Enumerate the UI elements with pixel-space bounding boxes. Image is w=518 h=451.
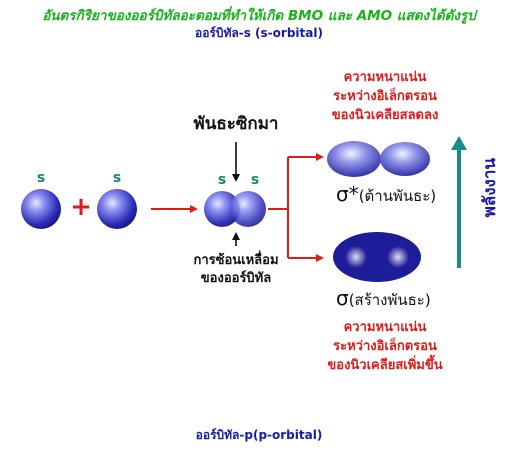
s-orbital-right (97, 189, 137, 229)
antibonding-note-line-2: ระหว่างอิเล็กตรอน (333, 89, 437, 104)
s-label-2: s (112, 170, 122, 186)
antibonding-symbol: σ* (336, 182, 359, 206)
antibonding-note: ความหนาแน่น ระหว่างอิเล็กตรอน ของนิวเคลี… (300, 68, 470, 125)
footer-caption: ออร์บิทัล-p(p-orbital) (195, 428, 323, 442)
antibonding-label: σ*(ต้านพันธะ) (336, 182, 436, 208)
s-label-3: s (217, 172, 227, 188)
overlap-orbital-right (230, 191, 266, 227)
bonding-note-line-3: ของนิวเคลียสเพิ่มขึ้น (327, 358, 443, 373)
bonding-orbital (333, 232, 421, 282)
energy-axis-label: พลังงาน (480, 158, 500, 218)
overlap-caption-line-1: การซ้อนเหลื่อม (193, 253, 279, 268)
bonding-symbol: σ (336, 286, 349, 310)
s-orbital-left (21, 189, 61, 229)
bonding-density-left (345, 246, 367, 268)
s-label-4: s (250, 172, 260, 188)
bonding-name: (สร้างพันธะ) (348, 291, 431, 309)
antibonding-note-line-1: ความหนาแน่น (343, 70, 427, 85)
bonding-density-right (387, 246, 409, 268)
bonding-note-line-1: ความหนาแน่น (343, 320, 427, 335)
bonding-label: σ(สร้างพันธะ) (336, 286, 431, 312)
antibonding-note-line-3: ของนิวเคลียสลดลง (331, 108, 439, 123)
bonding-note-line-2: ระหว่างอิเล็กตรอน (333, 339, 437, 354)
bonding-note: ความหนาแน่น ระหว่างอิเล็กตรอน ของนิวเคลี… (300, 318, 470, 375)
overlap-caption-line-2: ของออร์บิทัล (200, 271, 272, 286)
sigma-bond-label: พันธะซิกมา (193, 114, 279, 134)
overlap-orbital-left (204, 191, 240, 227)
antibonding-lobe-right (380, 142, 430, 176)
figure-subtitle: ออร์บิทัล-s (s-orbital) (195, 26, 323, 40)
antibonding-name: (ต้านพันธะ) (358, 187, 437, 205)
figure-title: อันตรกิริยาของออร์บิทัลอะตอมที่ทำให้เกิด… (42, 8, 476, 24)
antibonding-lobe-left (327, 141, 381, 177)
s-label-1: s (36, 170, 46, 186)
plus-operator: + (70, 192, 92, 222)
overlap-caption: การซ้อนเหลื่อม ของออร์บิทัล (168, 252, 304, 288)
energy-axis-head (451, 136, 467, 150)
